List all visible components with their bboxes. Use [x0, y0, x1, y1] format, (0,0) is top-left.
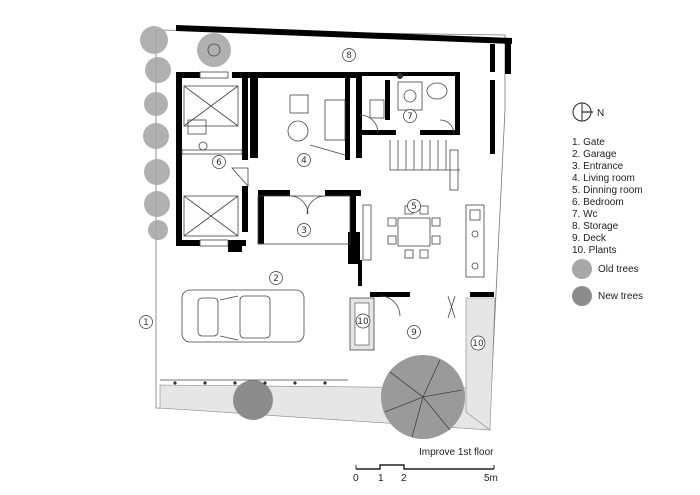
room-marker-1: 1	[139, 315, 153, 329]
scale-label-5m: 5m	[484, 473, 498, 484]
legend-item-garage: 2. Garage	[572, 149, 617, 160]
right-plant-strip	[465, 297, 496, 431]
svg-text:10: 10	[357, 317, 369, 327]
svg-text:10: 10	[472, 339, 484, 349]
room-marker-10-left: 10	[355, 313, 371, 329]
room-marker-7: 7	[403, 109, 417, 123]
legend-item-entrance: 3. Entrance	[572, 161, 624, 172]
room-marker-9: 9	[407, 325, 421, 339]
legend-item-dinning-room: 5. Dinning room	[572, 185, 643, 196]
svg-text:2: 2	[273, 274, 279, 284]
room-marker-6: 6	[212, 155, 226, 169]
room-marker-3: 3	[297, 223, 311, 237]
svg-text:5: 5	[411, 202, 417, 212]
scale-label-2: 2	[401, 473, 407, 484]
legend-item-plants: 10. Plants	[572, 245, 616, 256]
svg-text:3: 3	[301, 226, 307, 236]
legend-item-bedroom: 6. Bedroom	[572, 197, 624, 208]
svg-text:8: 8	[346, 51, 352, 61]
scale-label-0: 0	[353, 473, 359, 484]
room-marker-4: 4	[297, 153, 311, 167]
site-boundary	[155, 29, 506, 416]
old-trees-swatch	[572, 259, 592, 279]
legend-item-gate: 1. Gate	[572, 137, 605, 148]
new-tree-bottom	[233, 380, 273, 420]
legend-item-wc: 7. Wc	[572, 209, 598, 220]
room-marker-5: 5	[407, 199, 421, 213]
legend-item-living-room: 4. Living room	[572, 173, 635, 184]
plan-caption: Improve 1st floor	[419, 447, 494, 458]
scale-bar: 0 1 2 5m	[353, 464, 498, 484]
room-marker-8: 8	[342, 48, 356, 62]
room-marker-2: 2	[269, 271, 283, 285]
legend-item-storage: 8. Storage	[572, 221, 619, 232]
old-trees-group	[140, 26, 231, 240]
svg-text:4: 4	[301, 156, 307, 166]
svg-text:7: 7	[407, 112, 413, 122]
legend-old-trees: Old trees	[598, 264, 639, 275]
svg-text:1: 1	[143, 318, 149, 328]
svg-text:9: 9	[411, 328, 417, 338]
legend: 1. Gate 2. Garage 3. Entrance 4. Living …	[572, 137, 643, 306]
svg-text:6: 6	[216, 158, 222, 168]
room-marker-10-right: 10	[470, 335, 486, 351]
north-arrow-icon: N	[572, 102, 604, 122]
svg-text:N: N	[597, 108, 604, 119]
legend-new-trees: New trees	[598, 291, 643, 302]
scale-label-1: 1	[378, 473, 384, 484]
legend-item-deck: 9. Deck	[572, 233, 607, 244]
new-trees-swatch	[572, 286, 592, 306]
